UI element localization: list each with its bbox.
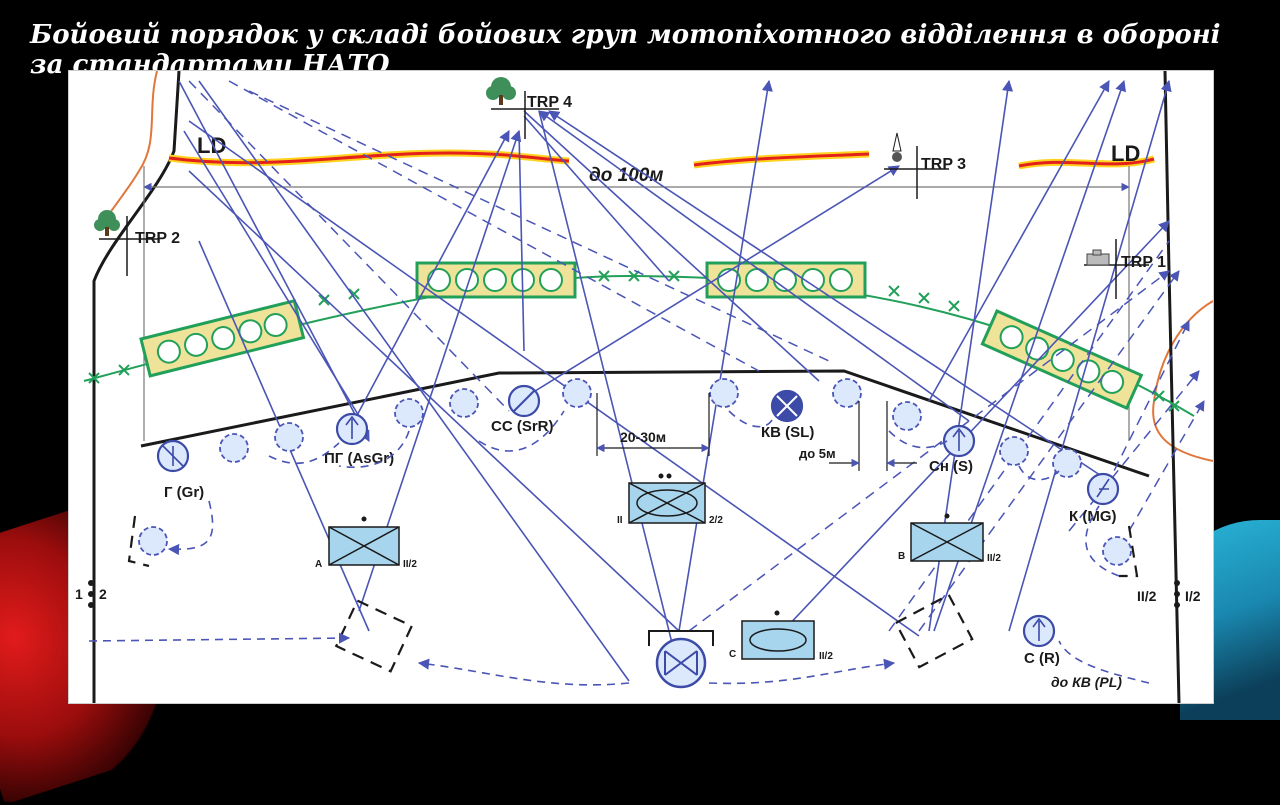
trp4-marker: TRP 4 xyxy=(486,77,572,139)
road-edge-right xyxy=(1163,71,1181,703)
position-asgr: ПГ (AsGr) xyxy=(324,412,394,467)
position-srr: СС (SrR) xyxy=(491,384,554,435)
vehicle-c: C II/2 xyxy=(729,610,833,662)
vehicle-a-right: II/2 xyxy=(403,559,417,570)
s-label: Сн (S) xyxy=(929,458,973,475)
vehicle-a: A II/2 xyxy=(315,516,417,570)
trp4-label: TRP 4 xyxy=(527,94,572,111)
gr-label: Г (Gr) xyxy=(164,484,204,501)
vehicle-icon xyxy=(1086,249,1110,266)
vehicle-c-right: II/2 xyxy=(819,651,833,662)
signpost-icon xyxy=(892,132,902,162)
road-edge-left xyxy=(92,71,181,703)
trench-left xyxy=(139,298,306,378)
wire-marks xyxy=(88,270,1180,412)
to-sl-note: до КВ (PL) xyxy=(1051,674,1122,690)
spacing-label: 20-30м xyxy=(620,429,666,445)
tree-icon xyxy=(94,210,120,236)
asgr-label: ПГ (AsGr) xyxy=(324,450,394,467)
vehicle-center-right: 2/2 xyxy=(709,515,723,526)
small-spacing-dimension: до 5м xyxy=(799,401,917,471)
sl-label: КВ (SL) xyxy=(761,424,814,441)
slide-title: Бойовий порядок у складі бойових груп мо… xyxy=(30,20,1221,80)
srr-label: СС (SrR) xyxy=(491,418,554,435)
fighting-positions xyxy=(138,378,1132,566)
trench-center-left xyxy=(415,261,577,299)
boundary-left-label: 1 xyxy=(75,586,83,602)
r-label: С (R) xyxy=(1024,650,1060,667)
spacing-dimension: 20-30м xyxy=(596,393,710,456)
dashed-fire-lines xyxy=(188,80,1205,632)
boundary-left-label-2: 2 xyxy=(99,586,107,602)
vehicle-center-left: II xyxy=(617,515,623,526)
trp2-marker: TRP 2 xyxy=(94,210,180,276)
position-gr: Г (Gr) xyxy=(156,439,204,501)
front-distance-label: до 100м xyxy=(589,165,663,186)
trp3-label: TRP 3 xyxy=(921,156,966,173)
trp2-label: TRP 2 xyxy=(135,230,180,247)
trp3-marker: TRP 3 xyxy=(884,132,966,199)
vehicle-c-left: C xyxy=(729,649,736,660)
small-spacing-label: до 5м xyxy=(799,446,836,461)
right-boundary: II/2 I/2 xyxy=(1137,580,1201,608)
ld-label-right: LD xyxy=(1111,141,1140,166)
left-boundary: 1 2 xyxy=(75,580,107,608)
vehicle-a-left: A xyxy=(315,559,322,570)
vehicle-center: II 2/2 xyxy=(617,473,723,526)
movement-routes xyxy=(88,410,1150,686)
position-s: Сн (S) xyxy=(929,424,976,475)
battle-order-diagram: LD LD до 100м xyxy=(68,70,1214,704)
trp1-marker: TRP 1 xyxy=(1084,239,1166,299)
boundary-right-label: II/2 xyxy=(1137,588,1157,604)
alternate-position-brackets xyxy=(127,515,1139,673)
defensive-front-line xyxy=(140,369,1150,478)
vehicle-b: B II/2 xyxy=(898,513,1001,564)
trench-right xyxy=(980,309,1144,411)
tree-icon xyxy=(486,77,516,105)
trp1-label: TRP 1 xyxy=(1121,254,1166,271)
fire-sector-lines xyxy=(178,79,1172,682)
vehicle-b-right: II/2 xyxy=(987,553,1001,564)
position-mg: К (MG) xyxy=(1069,472,1120,525)
terrain-line-left xyxy=(98,71,158,232)
position-sl: КВ (SL) xyxy=(761,389,814,441)
vehicle-b-left: B xyxy=(898,551,905,562)
command-post xyxy=(648,630,714,689)
boundary-right-label-2: I/2 xyxy=(1185,588,1201,604)
position-r: С (R) xyxy=(1022,614,1060,667)
